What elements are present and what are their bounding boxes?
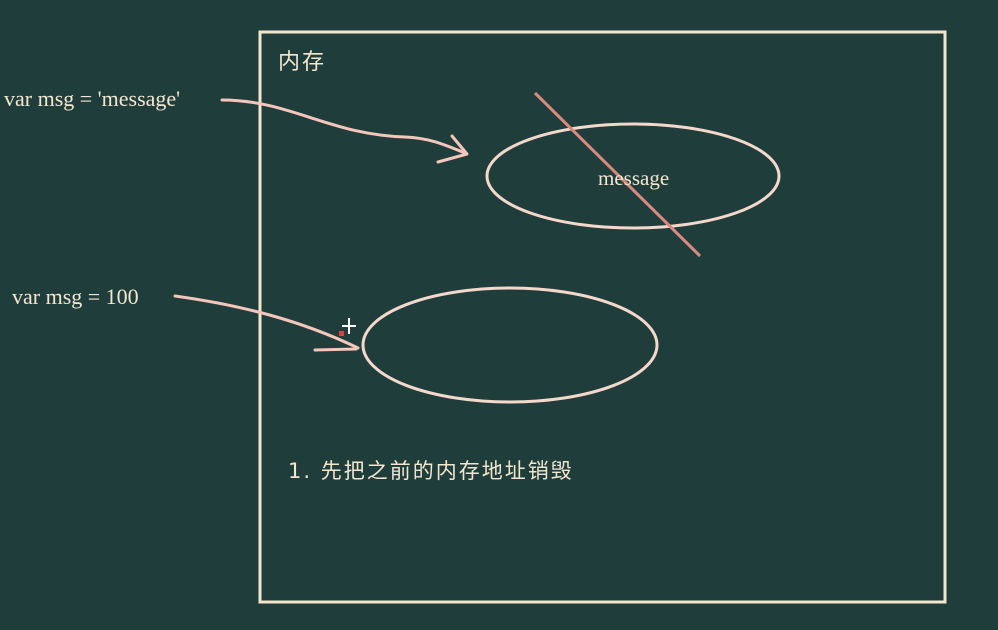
old-value-ellipse [485, 122, 781, 230]
code-line-1: var msg = 'message' [4, 86, 181, 111]
note-text: 1. 先把之前的内存地址销毁 [288, 459, 574, 483]
strike-through-line [533, 91, 702, 258]
arrow-head-2 [313, 347, 358, 352]
move-cursor-icon [339, 318, 356, 336]
arrow-line1-to-old [220, 98, 467, 155]
new-value-ellipse [361, 286, 659, 404]
memory-box [258, 30, 947, 604]
arrow-line2-to-new [173, 294, 360, 350]
old-value-label: message [598, 166, 670, 190]
code-line-2: var msg = 100 [12, 284, 139, 309]
arrow-head-1 [436, 134, 469, 164]
memory-title: 内存 [278, 50, 327, 75]
